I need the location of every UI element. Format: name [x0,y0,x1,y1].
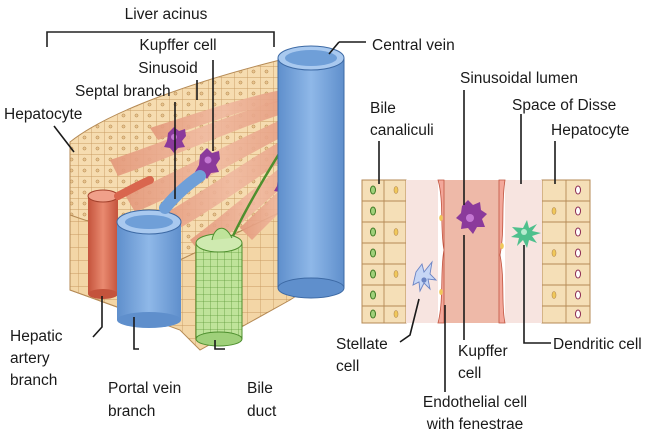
label-kupffer-2: cell [458,365,481,383]
label-stellate-1: Stellate [336,336,388,354]
label-endothelial-2: with fenestrae [395,416,555,434]
label-kupffer-cell: Kupffer cell [118,37,238,55]
label-bile-canaliculi-1: Bile [370,100,396,118]
acinus-block [47,32,344,350]
label-bile-duct-1: Bile [247,380,273,398]
label-space-of-disse: Space of Disse [512,97,616,115]
label-stellate-2: cell [336,358,359,376]
label-portal-vein-2: branch [108,403,155,421]
label-hepatic-artery-3: branch [10,372,57,390]
label-hepatocyte-left: Hepatocyte [4,106,82,124]
label-sinusoidal-lumen: Sinusoidal lumen [460,70,578,88]
label-liver-acinus: Liver acinus [111,6,221,24]
label-central-vein: Central vein [372,37,455,55]
label-dendritic-cell: Dendritic cell [553,336,642,354]
label-hepatic-artery-2: artery [10,350,50,368]
label-endothelial-1: Endothelial cell [395,394,555,412]
label-hepatic-artery-1: Hepatic [10,328,63,346]
central-vein [278,46,344,298]
label-kupffer-1: Kupffer [458,343,508,361]
label-sinusoid: Sinusoid [118,60,218,78]
label-bile-duct-2: duct [247,403,276,421]
bile-duct [196,228,242,346]
label-hepatocyte-right: Hepatocyte [551,122,629,140]
sinusoid-detail [362,180,590,323]
label-portal-vein-1: Portal vein [108,380,181,398]
label-septal-branch: Septal branch [75,83,171,101]
label-bile-canaliculi-2: canaliculi [370,122,434,140]
